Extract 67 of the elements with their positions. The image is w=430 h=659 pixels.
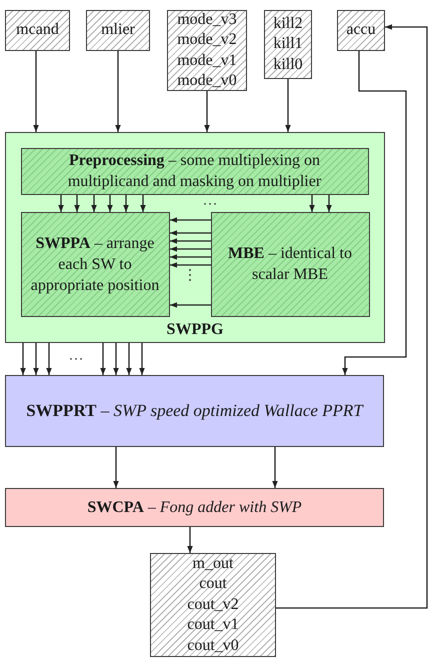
arrow: [58, 195, 64, 212]
input-box: [86, 10, 150, 51]
block-box: [5, 375, 384, 447]
arrow: [309, 195, 315, 212]
arrow: [33, 51, 39, 132]
signal-name: kill0: [273, 54, 303, 75]
ellipsis: ⋮: [182, 268, 198, 284]
arrow: [326, 195, 332, 212]
output-box: [150, 553, 276, 657]
signal-name: kill1: [273, 34, 303, 54]
signal-name: mlier: [101, 20, 135, 40]
ellipsis: …: [68, 348, 84, 364]
arrow: [170, 217, 211, 223]
group-label: SWPPG: [166, 321, 224, 339]
arrow: [113, 343, 119, 375]
signal-name: mode_v1: [177, 50, 237, 70]
block-description: Preprocessing – some multiplexing on multiplicand and masking on multiplier: [66, 151, 322, 192]
input-box: [167, 10, 247, 91]
signal-name: accu: [346, 20, 376, 40]
signal-name: cout_v0: [187, 636, 239, 656]
arrow: [139, 343, 145, 375]
arrow: [126, 343, 132, 375]
signal-name: mode_v3: [177, 10, 237, 30]
arrow: [285, 79, 291, 132]
block-description: SWPPRT – SWP speed optimized Wallace PPRT: [26, 401, 363, 421]
signal-name: mcand: [16, 20, 59, 40]
block-box: [5, 488, 384, 527]
arrow: [187, 527, 193, 553]
arrow: [91, 195, 97, 212]
arrow: [33, 343, 39, 375]
arrow: [20, 343, 26, 375]
arrow: [204, 91, 210, 132]
block-box: [20, 148, 368, 194]
arrow: [123, 195, 129, 212]
arrow: [272, 447, 278, 488]
block-box: [210, 212, 370, 316]
signal-name: kill2: [273, 14, 303, 34]
signal-name: m_out: [192, 554, 234, 574]
arrow: [170, 246, 211, 252]
arrow: [170, 238, 211, 244]
block-description: MBE – identical to scalar MBE: [227, 244, 353, 285]
arrow: [170, 262, 211, 268]
signal-name: mode_v0: [177, 71, 237, 91]
input-box: [5, 10, 70, 51]
arrow: [46, 343, 52, 375]
signal-name: cout_v1: [187, 615, 239, 636]
block-box: [20, 212, 170, 316]
ellipsis: …: [202, 194, 218, 208]
group-box: [5, 132, 385, 343]
block-description: SWPPA – arrange each SW to appropriate position: [30, 234, 160, 296]
arrow: [170, 230, 211, 236]
input-box: [264, 10, 312, 79]
arrow: [140, 195, 146, 212]
signal-name: mode_v2: [177, 30, 237, 50]
arrow: [113, 447, 119, 488]
arrow: [115, 51, 121, 132]
arrow: [342, 51, 407, 375]
arrow: [170, 254, 211, 260]
arrow: [107, 195, 113, 212]
arrow: [276, 24, 428, 609]
arrow: [170, 302, 211, 308]
block-description: SWCPA – Fong adder with SWP: [87, 498, 302, 518]
input-box: [337, 10, 385, 51]
signal-name: cout: [199, 574, 227, 594]
signal-name: cout_v2: [187, 594, 239, 615]
arrow: [74, 195, 80, 212]
arrow: [100, 343, 106, 375]
